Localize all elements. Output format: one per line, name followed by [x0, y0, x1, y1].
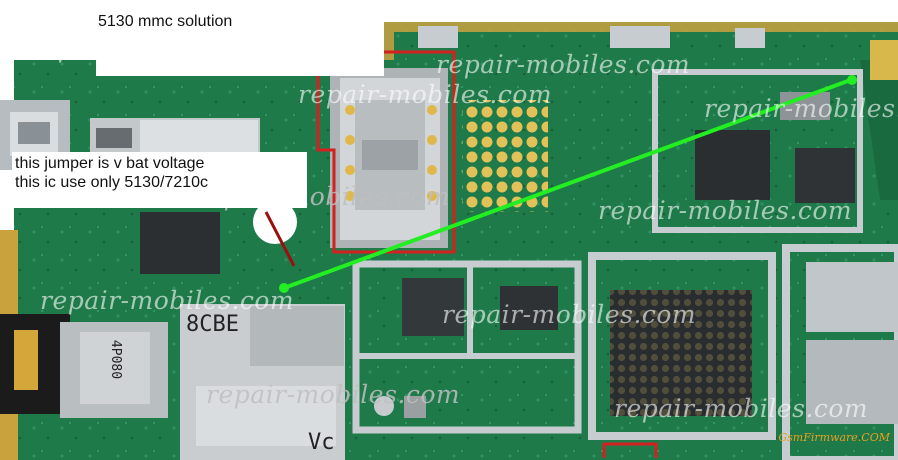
simcard-suffix-label: Vc	[308, 430, 335, 455]
mounting-hole	[253, 200, 297, 244]
bga-pad-grid	[462, 100, 548, 212]
jack-code-label: 4P080	[108, 339, 124, 380]
site-logo: GsmFirmware.COM	[778, 431, 890, 444]
processor-shield	[588, 252, 776, 440]
center-shield	[352, 260, 582, 434]
red-marker-outline	[316, 76, 456, 254]
jumper-pointer	[264, 211, 296, 267]
simcard-code-label: 8CBE	[186, 312, 239, 337]
small-ic	[140, 212, 220, 274]
title-text: 5130 mmc solution	[98, 13, 233, 30]
note-line-2: this ic use only 5130/7210c	[15, 174, 209, 191]
audio-jack	[0, 314, 168, 418]
sim-socket	[330, 68, 448, 248]
note-line-1: this jumper is v bat voltage	[15, 155, 205, 172]
right-modules	[782, 244, 898, 460]
jumper-note: this jumper is v bat voltage this ic use…	[12, 152, 307, 208]
title-caption: 5130 mmc solution	[96, 10, 384, 76]
green-arrow-line	[283, 76, 857, 290]
memory-card-slot	[180, 304, 345, 460]
